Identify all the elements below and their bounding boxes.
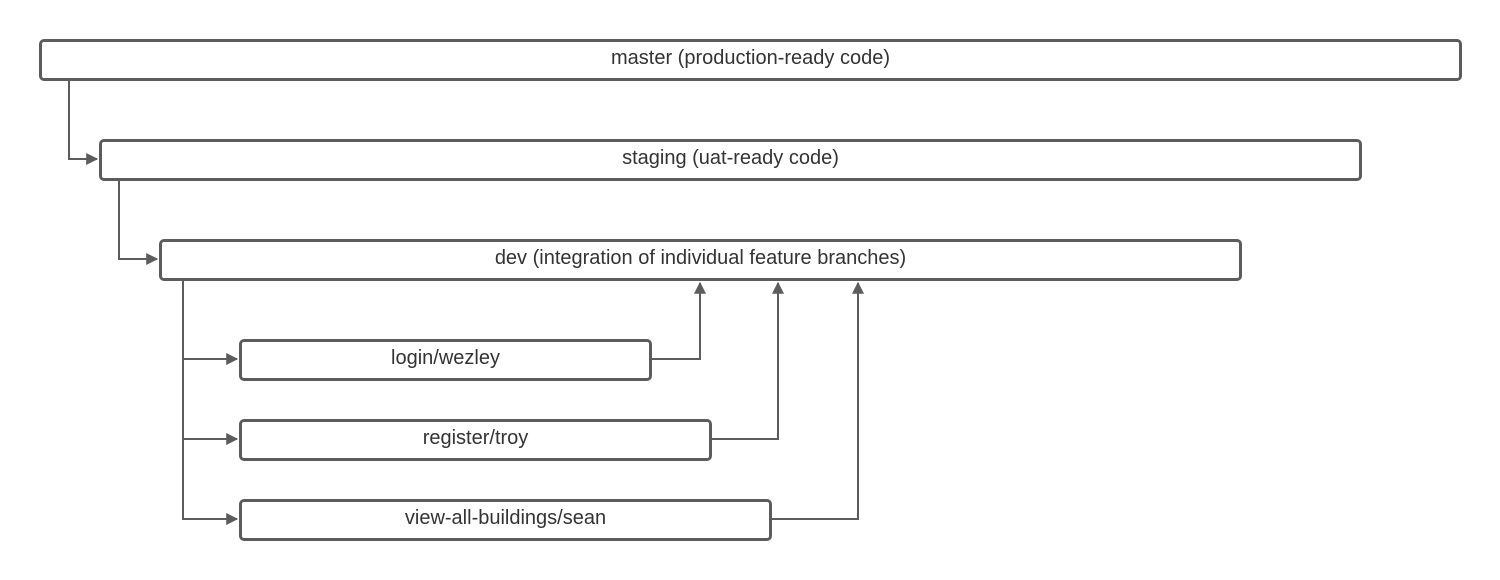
edge-master-to-staging	[68, 81, 99, 165]
edge-view-to-dev	[772, 281, 864, 520]
branch-register-troy: register/troy	[239, 419, 712, 461]
branch-login-wezley: login/wezley	[239, 339, 652, 381]
branch-login-wezley-label: login/wezley	[391, 346, 500, 369]
branch-master: master (production-ready code)	[39, 39, 1462, 81]
branch-view-all-buildings-sean-label: view-all-buildings/sean	[404, 506, 607, 529]
branch-register-troy-label: register/troy	[422, 426, 529, 449]
edge-login-to-dev	[652, 281, 706, 360]
branch-staging: staging (uat-ready code)	[99, 139, 1362, 181]
edge-register-to-dev	[712, 281, 784, 440]
edge-dev-to-register	[182, 359, 239, 445]
branch-staging-label: staging (uat-ready code)	[622, 146, 839, 169]
branch-view-all-buildings-sean: view-all-buildings/sean	[239, 499, 772, 541]
edge-staging-to-dev	[118, 181, 159, 265]
branch-dev: dev (integration of individual feature b…	[159, 239, 1242, 281]
edge-dev-to-login	[182, 281, 239, 365]
branch-master-label: master (production-ready code)	[610, 46, 890, 69]
edge-dev-to-view	[182, 439, 239, 525]
branch-dev-label: dev (integration of individual feature b…	[494, 246, 907, 269]
